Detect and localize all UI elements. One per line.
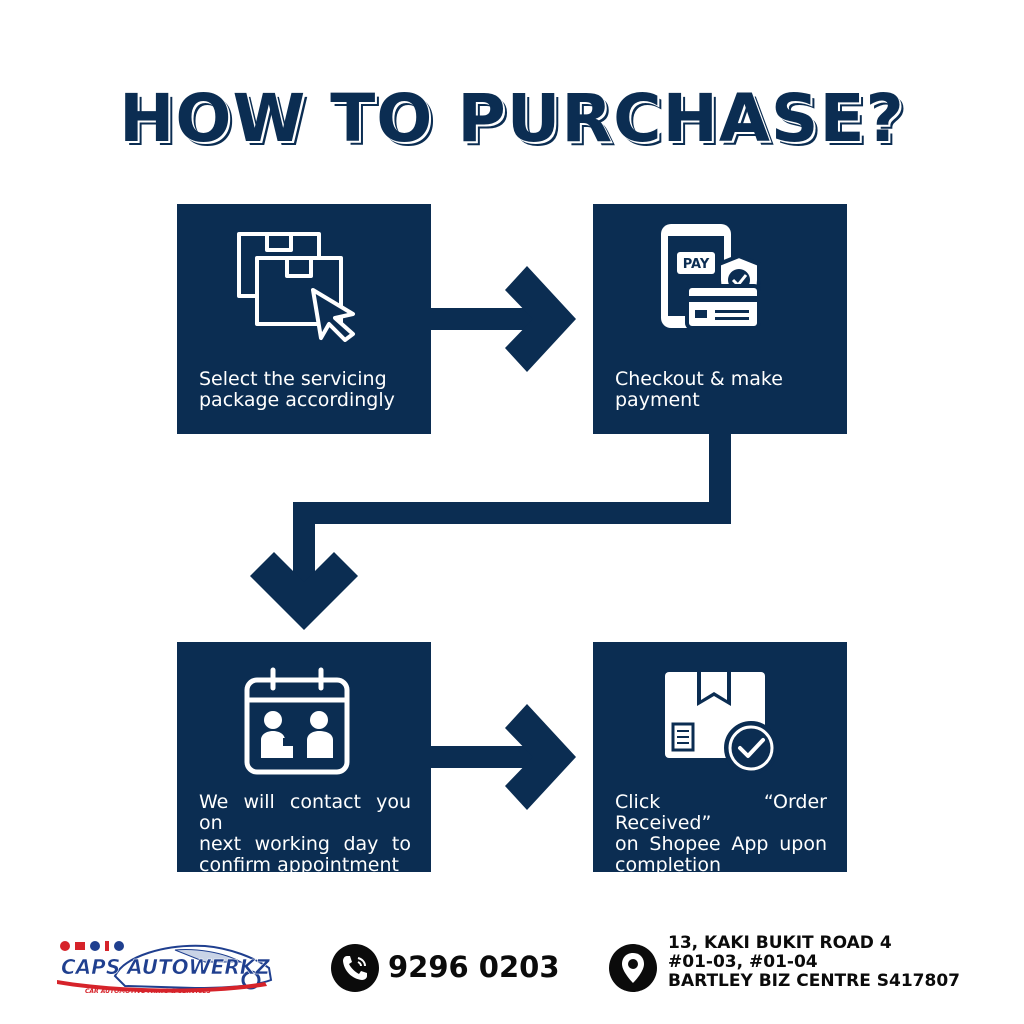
pay-label: PAY	[683, 257, 710, 272]
step-2-text-line1: Checkout & make	[615, 368, 783, 390]
phone-number: 9296 0203	[388, 950, 560, 984]
address-line-3: BARTLEY BIZ CENTRE S417807	[668, 971, 960, 991]
page-title: HOW TO PURCHASE?	[119, 80, 905, 157]
step-3-text-line1: We will contact you on	[199, 791, 411, 834]
logo-text: CAPS AUTOWERKZ	[61, 955, 270, 979]
step-3-text-line2: next working day to	[199, 833, 411, 855]
step-card-select-package: Select the servicing package accordingly	[177, 204, 431, 434]
store-address: 13, KAKI BUKIT ROAD 4 #01-03, #01-04 BAR…	[668, 934, 960, 991]
step-1-text-line1: Select the servicing	[199, 368, 387, 390]
step-4-text-line1: Click “Order Received”	[615, 791, 827, 834]
box-cursor-icon	[237, 232, 355, 342]
address-line-2: #01-03, #01-04	[668, 952, 818, 972]
package-check-icon	[665, 672, 778, 775]
step-card-order-received: Click “Order Received” on Shopee App upo…	[593, 642, 847, 876]
arrow-down-connector	[250, 434, 731, 630]
step-1-text-line2: package accordingly	[199, 389, 395, 411]
address-line-1: 13, KAKI BUKIT ROAD 4	[668, 933, 892, 953]
phone-icon	[331, 944, 379, 992]
step-2-text-line2: payment	[615, 389, 700, 411]
step-4-text-line3: completion	[615, 854, 722, 876]
arrow-right-1	[431, 266, 576, 372]
logo-tagline: CAR AUTOMOTIVE PARTS & SERVICES	[85, 988, 211, 995]
step-3-text-line3: confirm appointment	[199, 854, 399, 876]
step-card-appointment: We will contact you on next working day …	[177, 642, 431, 876]
step-card-checkout: PAY Checkout & make payment	[593, 204, 847, 434]
phone-payment-icon: PAY	[661, 224, 761, 330]
location-pin-icon	[609, 944, 657, 992]
caps-autowerkz-logo: CAPS AUTOWERKZ CAR AUTOMOTIVE PARTS & SE…	[57, 941, 273, 995]
arrow-right-2	[431, 704, 576, 810]
step-4-text-line2: on Shopee App upon	[615, 833, 827, 855]
calendar-meeting-icon	[244, 667, 350, 775]
